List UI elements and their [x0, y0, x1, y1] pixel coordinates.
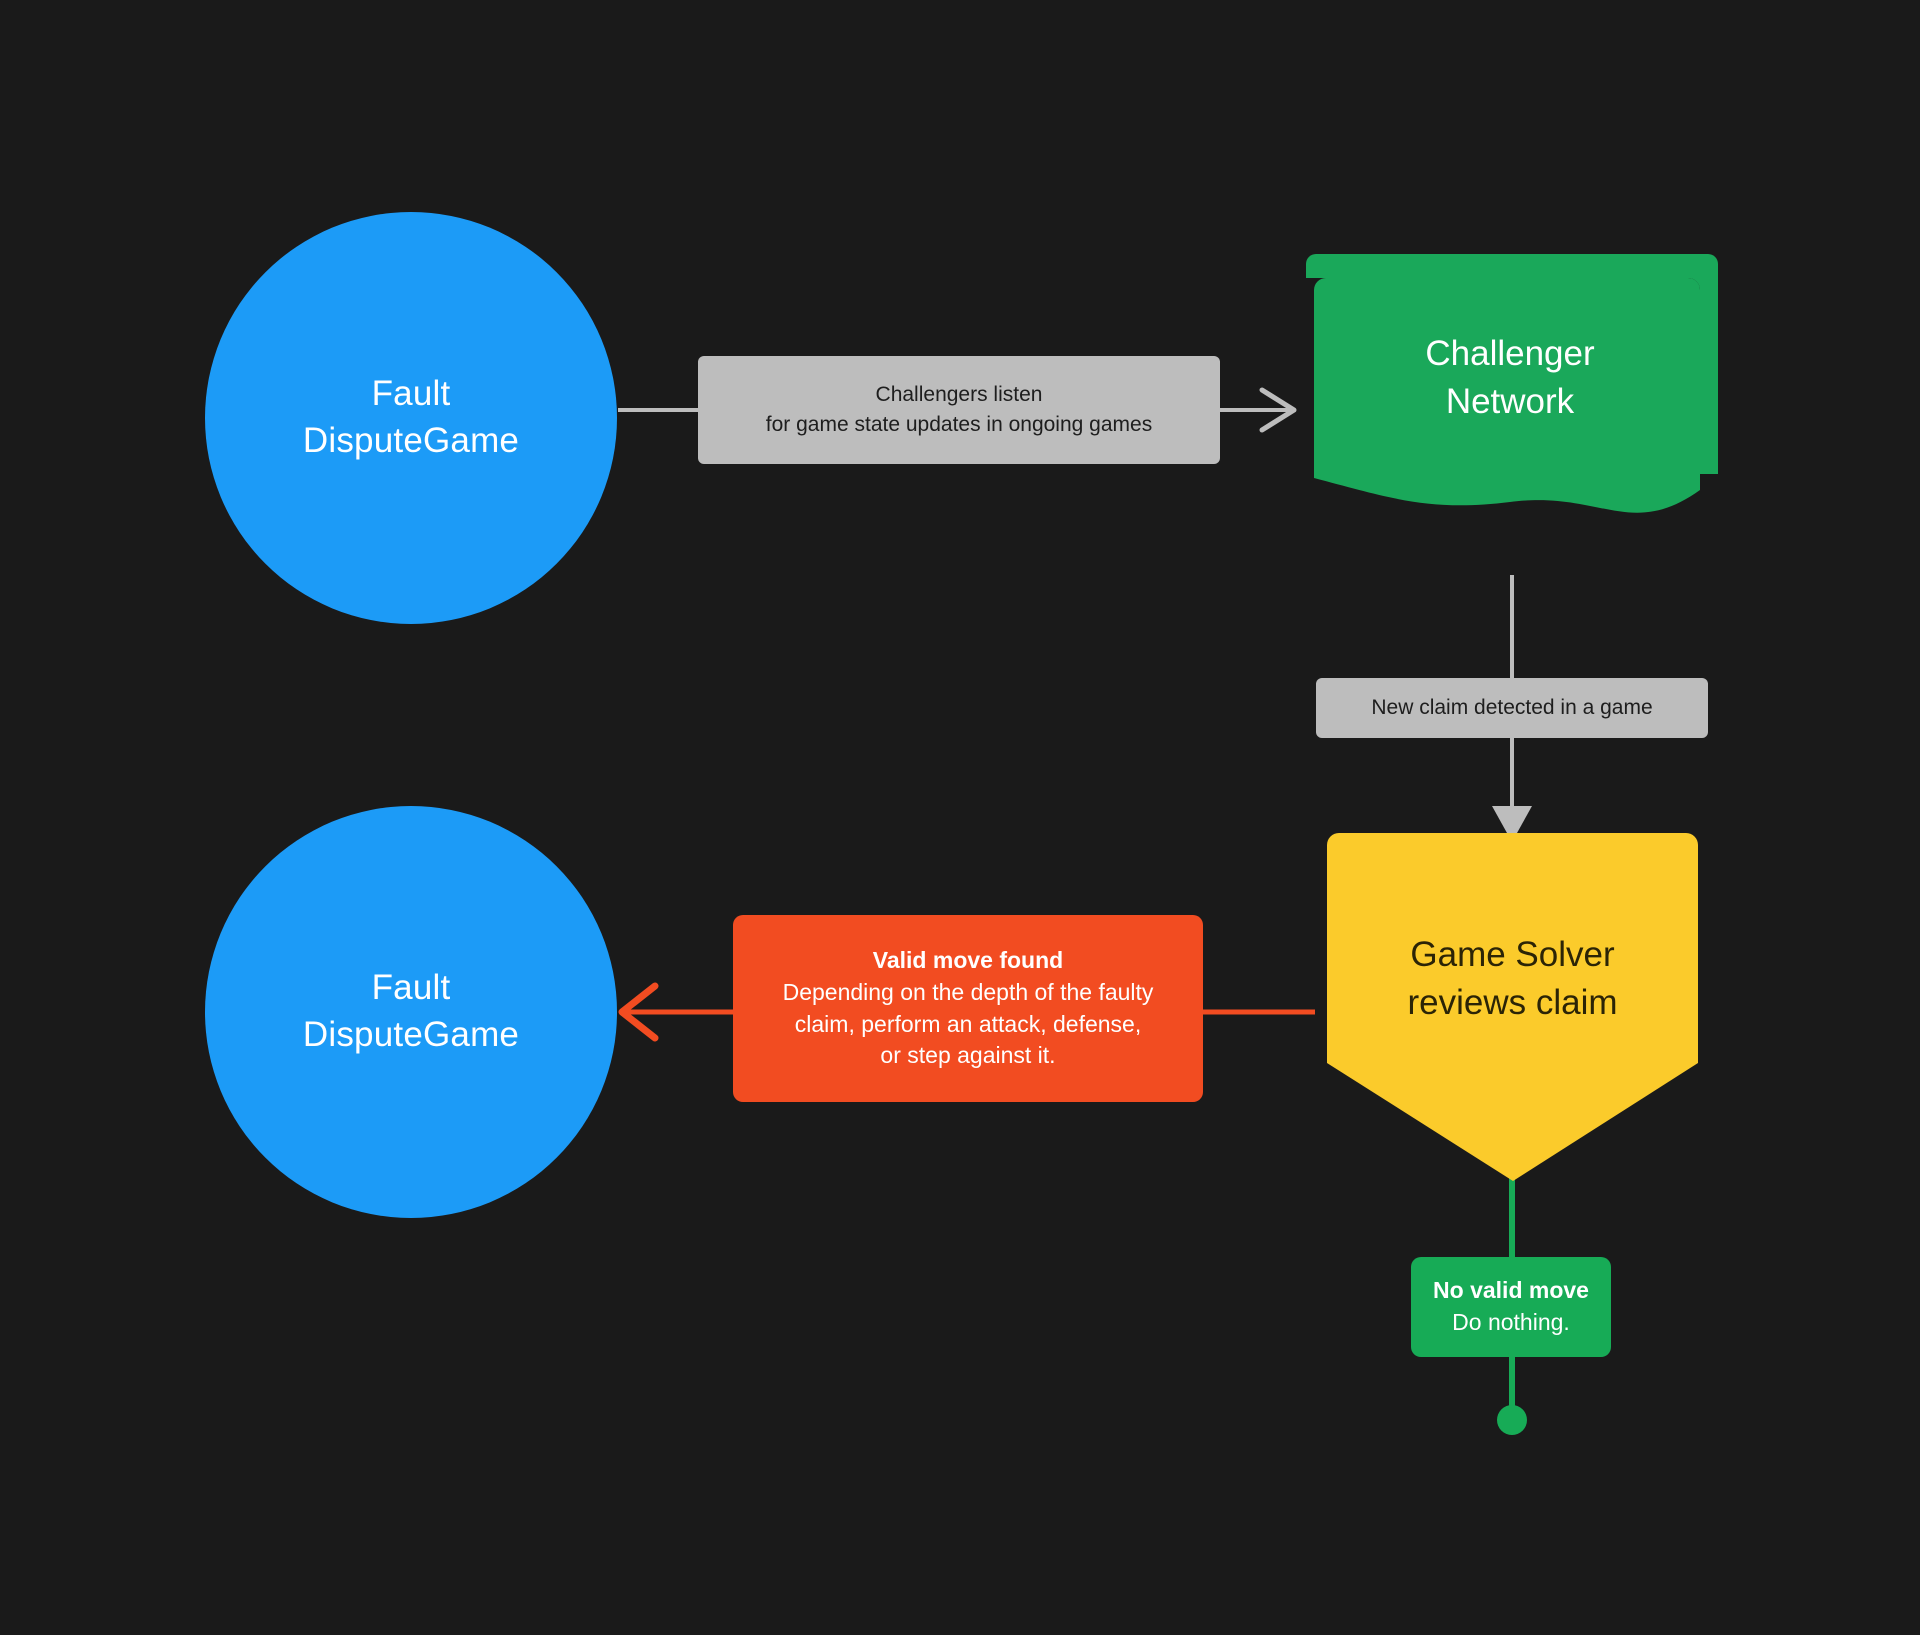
node-label: Fault DisputeGame	[302, 968, 520, 1054]
edge-label-listen: Challengers listen for game state update…	[698, 356, 1220, 464]
edge-label-line-1: New claim detected in a game	[1371, 696, 1653, 720]
edge-label-line-2: claim, perform an attack, defense,	[794, 1010, 1142, 1037]
edge-label-title: No valid move	[1433, 1277, 1589, 1304]
node-game-solver[interactable]: Game Solver reviews claim	[1315, 833, 1710, 1185]
edge-label-new-claim: New claim detected in a game	[1316, 678, 1708, 738]
edge-label-title: Valid move found	[872, 947, 1064, 974]
arrowhead-left-icon	[618, 982, 659, 1042]
edge-label-valid-move: Valid move found Depending on the depth …	[733, 915, 1203, 1102]
edge-label-line-2: for game state updates in ongoing games	[765, 413, 1153, 436]
edge-label-line-3: or step against it.	[880, 1042, 1056, 1069]
multi-document-icon	[1302, 254, 1718, 513]
arrowhead-down-icon	[1492, 806, 1532, 842]
edge-label-line-1: Do nothing.	[1452, 1309, 1570, 1335]
node-fault-dispute-game-top[interactable]: Fault DisputeGame	[205, 212, 617, 624]
arrowhead-right-icon	[1259, 387, 1297, 433]
terminator-dot-icon	[1497, 1405, 1527, 1435]
edge-label-line-1: Challengers listen	[875, 383, 1043, 407]
node-label: Fault DisputeGame	[302, 374, 520, 460]
edge-label-no-valid-move: No valid move Do nothing.	[1411, 1257, 1611, 1357]
edge-label-line-1: Depending on the depth of the faulty	[782, 978, 1154, 1005]
node-challenger-network[interactable]: Challenger Network	[1300, 240, 1720, 565]
shield-pentagon-icon	[1327, 833, 1698, 1181]
node-fault-dispute-game-bottom[interactable]: Fault DisputeGame	[205, 806, 617, 1218]
